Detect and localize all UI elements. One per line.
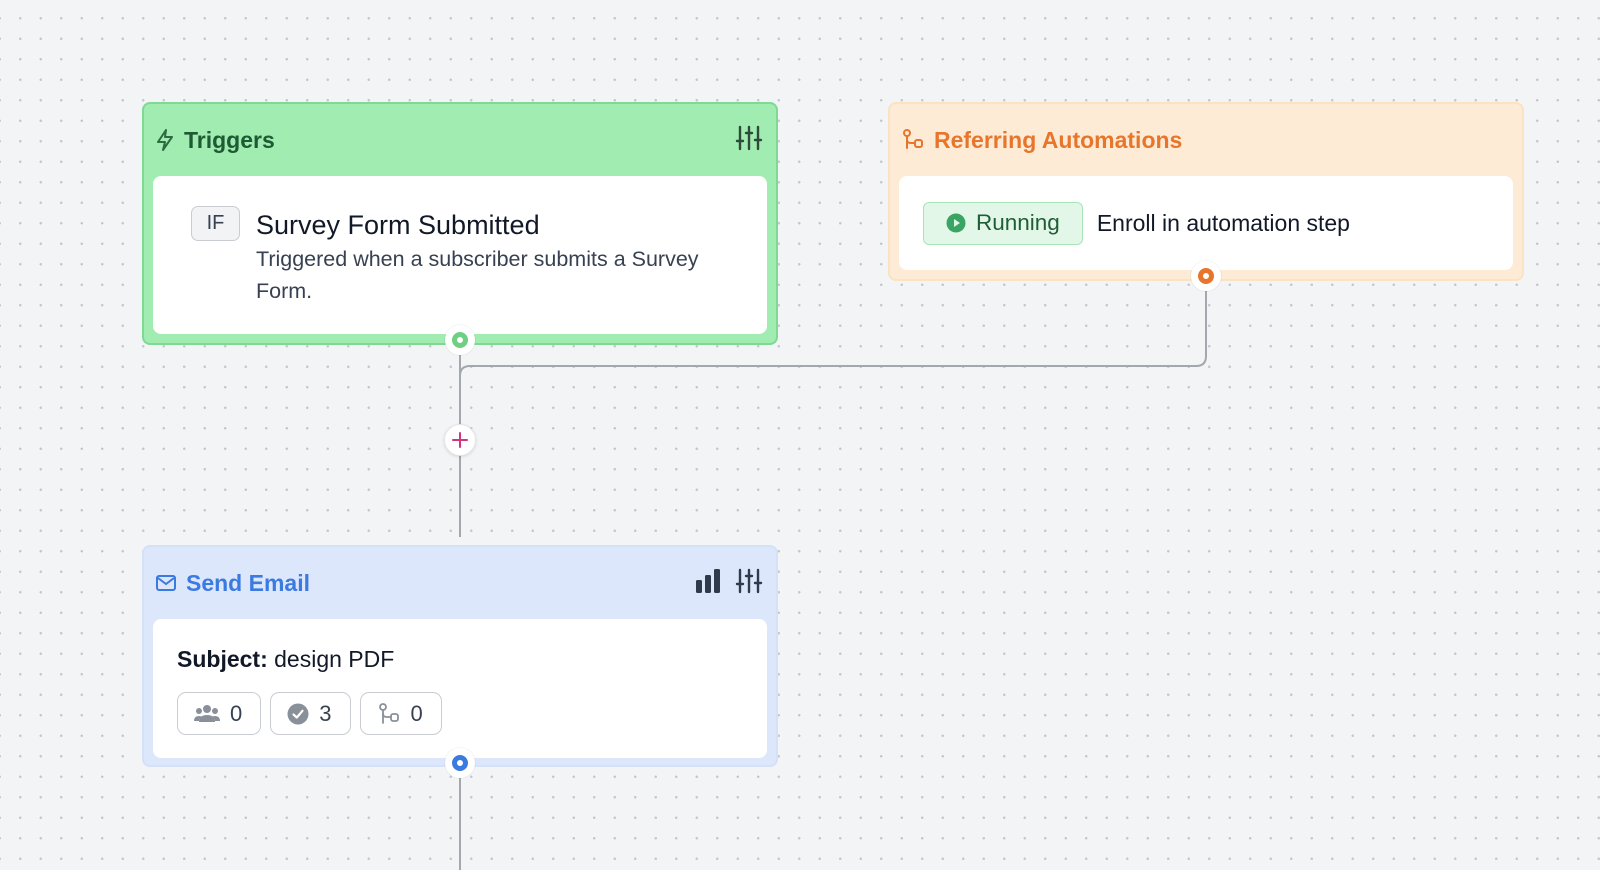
settings-sliders-icon[interactable] <box>735 124 763 152</box>
stat-pill-subscribers[interactable]: 0 <box>177 692 262 735</box>
email-stats: 0 3 0 <box>177 692 767 735</box>
email-node-title: Send Email <box>186 569 310 596</box>
referring-card[interactable]: Running Enroll in automation step <box>899 176 1513 270</box>
lightning-icon <box>155 128 175 152</box>
trigger-output-port[interactable] <box>445 325 475 355</box>
add-step-button[interactable] <box>444 424 476 456</box>
play-circle-icon <box>946 213 966 233</box>
stat-pill-branches[interactable]: 0 <box>359 692 442 735</box>
send-email-node[interactable]: Send Email Subject: design PDF <box>142 545 778 767</box>
envelope-icon <box>155 573 177 593</box>
stat-value: 3 <box>319 700 332 726</box>
running-status-label: Running <box>976 210 1060 235</box>
trigger-node-header: Triggers <box>153 104 767 176</box>
email-card[interactable]: Subject: design PDF 0 3 <box>153 619 767 758</box>
referring-node-header: Referring Automations <box>899 104 1513 176</box>
subject-value: design PDF <box>274 646 395 672</box>
trigger-event-description: Triggered when a subscriber submits a Su… <box>256 247 699 303</box>
trigger-node[interactable]: Triggers IF Survey Form Submitted Trigge… <box>142 102 778 345</box>
branch-icon <box>377 702 401 726</box>
stat-value: 0 <box>410 700 423 726</box>
settings-sliders-icon[interactable] <box>735 567 763 595</box>
check-circle-icon <box>287 703 309 725</box>
referring-output-port[interactable] <box>1191 261 1221 291</box>
trigger-node-title: Triggers <box>184 126 275 153</box>
trigger-card[interactable]: IF Survey Form Submitted Triggered when … <box>153 176 767 334</box>
users-icon <box>194 703 220 725</box>
trigger-event-title: Survey Form Submitted <box>256 210 540 240</box>
subject-label: Subject: <box>177 646 268 672</box>
stat-pill-completed[interactable]: 3 <box>270 692 351 735</box>
branch-icon <box>901 128 925 152</box>
if-condition-chip: IF <box>191 206 240 241</box>
email-subject: Subject: design PDF <box>177 646 767 673</box>
email-output-port[interactable] <box>445 748 475 778</box>
bar-chart-icon[interactable] <box>695 568 721 594</box>
enroll-step-label: Enroll in automation step <box>1096 209 1350 236</box>
stat-value: 0 <box>230 700 243 726</box>
running-status-badge: Running <box>923 201 1083 245</box>
referring-node-title: Referring Automations <box>934 126 1183 153</box>
email-node-header: Send Email <box>153 547 767 619</box>
referring-automations-node[interactable]: Referring Automations Running Enroll in … <box>888 102 1524 281</box>
plus-icon <box>451 431 469 449</box>
